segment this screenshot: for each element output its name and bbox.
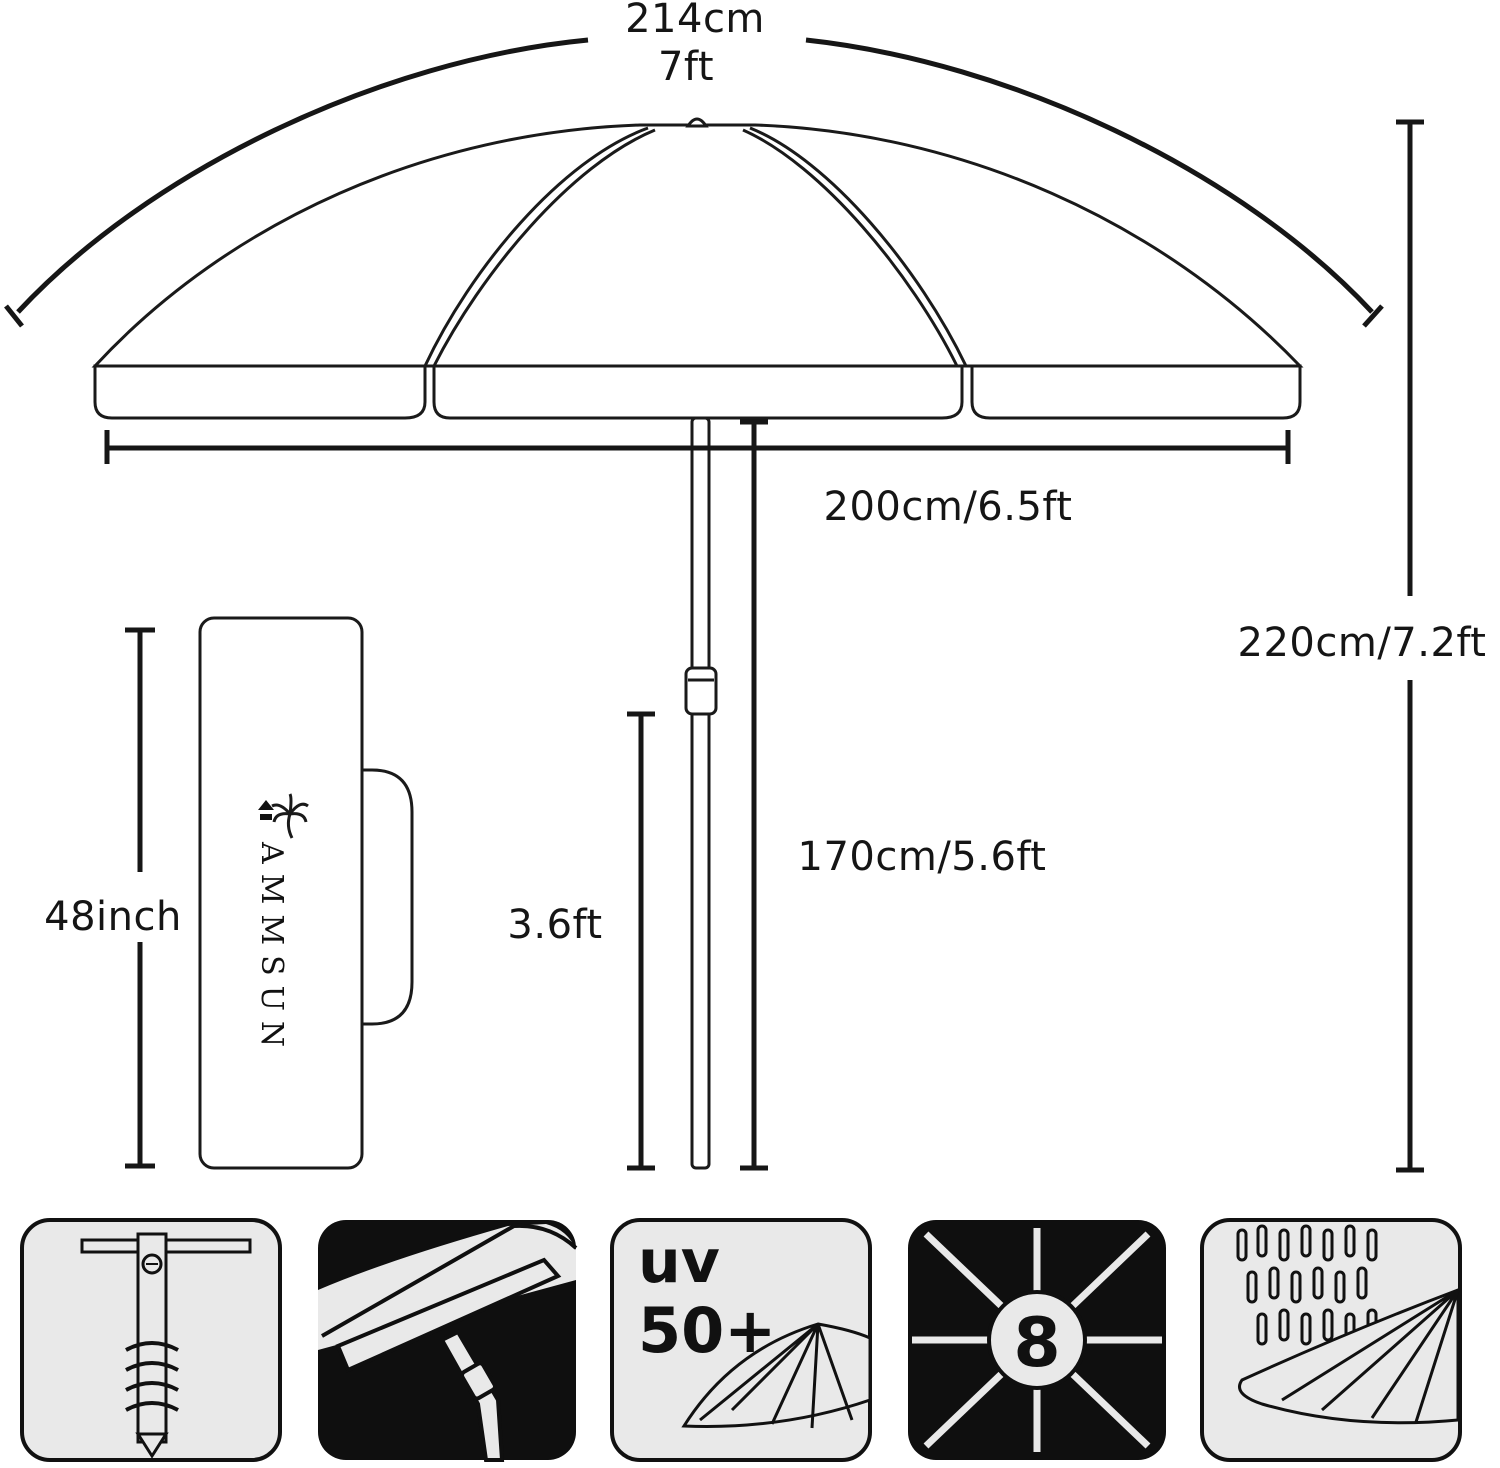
water-resistant-icon bbox=[1200, 1218, 1462, 1462]
packed-height-label: 3.6ft bbox=[507, 902, 602, 948]
sand-anchor-icon bbox=[20, 1218, 282, 1462]
eight-ribs-icon: 8 bbox=[908, 1220, 1166, 1460]
bag-brand-text: AMMSUN bbox=[254, 841, 289, 1057]
uv-protection-icon: uv 50+ bbox=[610, 1218, 872, 1462]
total-height-dimension: 220cm/7.2ft bbox=[1238, 119, 1487, 1173]
carry-bag: AMMSUN bbox=[198, 616, 414, 1170]
total-height-label: 220cm/7.2ft bbox=[1238, 620, 1487, 666]
arc-dimension: 214cm 7ft bbox=[4, 0, 1384, 328]
arc-length-label-ft: 7ft bbox=[658, 44, 714, 90]
pole-height-label: 170cm/5.6ft bbox=[798, 834, 1047, 880]
bag-length-label: 48inch bbox=[44, 894, 182, 940]
bag-length-dimension: 48inch bbox=[44, 627, 182, 1169]
pole-height-dimension: 170cm/5.6ft bbox=[740, 419, 1047, 1171]
canopy-width-dimension: 200cm/6.5ft bbox=[104, 430, 1291, 530]
rib-count-text: 8 bbox=[1013, 1304, 1060, 1383]
uv-text: uv bbox=[638, 1227, 720, 1297]
packed-height-dimension: 3.6ft bbox=[507, 711, 655, 1171]
tilt-mechanism-icon bbox=[318, 1220, 578, 1462]
arc-length-label-cm: 214cm bbox=[625, 0, 765, 42]
umbrella-canopy bbox=[91, 117, 1304, 420]
umbrella-pole bbox=[684, 416, 718, 1170]
canopy-width-label: 200cm/6.5ft bbox=[824, 484, 1073, 530]
palm-tree-logo-icon bbox=[258, 793, 309, 839]
